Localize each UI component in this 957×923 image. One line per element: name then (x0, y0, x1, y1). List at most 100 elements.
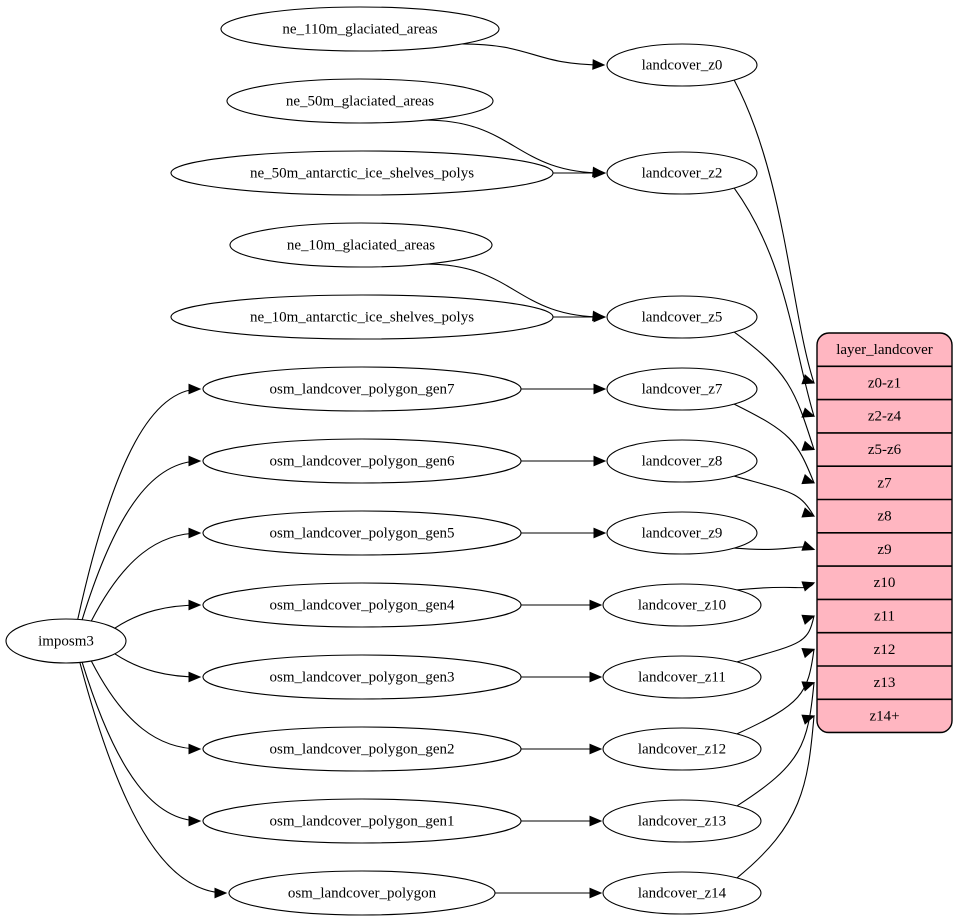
osm-node-ellipse (202, 654, 522, 700)
node-ne_50m_glaciated_areas[interactable]: ne_50m_glaciated_areas (226, 78, 494, 124)
edge-arrowhead (801, 540, 816, 551)
node-label: ne_110m_glaciated_areas (282, 21, 437, 37)
edge-arrowhead (801, 507, 816, 518)
node-label: ne_50m_antarctic_ice_shelves_polys (250, 165, 474, 181)
natural-earth-node-ellipse (229, 222, 493, 268)
edge-arrowhead (589, 815, 603, 827)
node-label: ne_10m_glaciated_areas (287, 237, 435, 253)
node-label: osm_landcover_polygon_gen2 (270, 741, 455, 757)
natural-earth-node-ellipse (170, 294, 554, 340)
edge-imposm3-to-osm_landcover_polygon_gen4 (114, 604, 201, 629)
node-imposm3[interactable]: imposm3 (5, 618, 127, 664)
node-label: osm_landcover_polygon_gen5 (270, 525, 455, 541)
edge-arrowhead (188, 815, 202, 827)
node-osm_landcover_polygon_gen4[interactable]: osm_landcover_polygon_gen4 (202, 582, 522, 628)
node-landcover_z8[interactable]: landcover_z8 (606, 439, 758, 483)
landcover-node-ellipse (602, 871, 762, 915)
edge-arrowhead (593, 167, 607, 179)
edge-arrowhead (592, 59, 606, 70)
node-landcover_z9[interactable]: landcover_z9 (606, 511, 758, 555)
node-osm_landcover_polygon_gen7[interactable]: osm_landcover_polygon_gen7 (202, 366, 522, 412)
node-label: osm_landcover_polygon_gen7 (270, 381, 455, 397)
edge-landcover_z14-to-table-z14+ (736, 715, 815, 879)
layer-table-row-z10[interactable]: z10 (874, 575, 896, 591)
node-landcover_z12[interactable]: landcover_z12 (602, 727, 762, 771)
osm-node-ellipse (202, 438, 522, 484)
edge-imposm3-to-osm_landcover_polygon (79, 662, 227, 894)
layer-table-row-z7[interactable]: z7 (877, 475, 892, 491)
node-landcover_z13[interactable]: landcover_z13 (602, 799, 762, 843)
node-landcover_z11[interactable]: landcover_z11 (602, 655, 762, 699)
edge-arrowhead (801, 648, 816, 659)
layer-table-row-z11[interactable]: z11 (874, 608, 895, 624)
edge-arrowhead (589, 671, 603, 683)
node-landcover_z10[interactable]: landcover_z10 (602, 583, 762, 627)
edge-arrowhead (188, 743, 202, 755)
edge-imposm3-to-osm_landcover_polygon_gen2 (90, 660, 201, 750)
edge-arrowhead (188, 671, 202, 683)
node-ne_10m_antarctic_ice_shelves_polys[interactable]: ne_10m_antarctic_ice_shelves_polys (170, 294, 554, 340)
node-label: osm_landcover_polygon_gen3 (270, 669, 455, 685)
node-landcover_z2[interactable]: landcover_z2 (606, 151, 758, 195)
node-ne_10m_glaciated_areas[interactable]: ne_10m_glaciated_areas (229, 222, 493, 268)
landcover-node-ellipse (606, 511, 758, 555)
node-ne_50m_antarctic_ice_shelves_polys[interactable]: ne_50m_antarctic_ice_shelves_polys (170, 150, 554, 196)
layer-table-row-z5-z6[interactable]: z5-z6 (868, 442, 902, 458)
layer-table-row-z9[interactable]: z9 (877, 542, 891, 558)
node-osm_landcover_polygon_gen3[interactable]: osm_landcover_polygon_gen3 (202, 654, 522, 700)
edge-imposm3-to-osm_landcover_polygon_gen5 (90, 532, 201, 622)
node-osm_landcover_polygon_gen5[interactable]: osm_landcover_polygon_gen5 (202, 510, 522, 556)
edge-arrowhead (801, 614, 816, 625)
layer-table-header: layer_landcover (836, 342, 933, 358)
node-label: landcover_z14 (638, 885, 727, 901)
edge-imposm3-to-osm_landcover_polygon_gen3 (114, 653, 201, 678)
node-label: landcover_z0 (642, 57, 723, 73)
edge-ne_110m_glaciated_areas-to-landcover_z0 (462, 43, 605, 66)
edge-landcover_z5-to-table-z5-z6 (733, 331, 815, 450)
layer-table-row-z14-[interactable]: z14+ (869, 708, 899, 724)
layer-table-row-z12[interactable]: z12 (874, 642, 896, 658)
edge-landcover_z0-to-table-z0-z1 (733, 79, 815, 384)
edge-arrowhead (188, 383, 202, 395)
node-label: landcover_z13 (638, 813, 726, 829)
edge-arrowhead (801, 681, 816, 692)
node-osm_landcover_polygon_gen1[interactable]: osm_landcover_polygon_gen1 (202, 798, 522, 844)
layer-table-row-z8[interactable]: z8 (877, 509, 891, 525)
edge-arrowhead (593, 455, 607, 467)
node-landcover_z14[interactable]: landcover_z14 (602, 871, 762, 915)
node-landcover_z5[interactable]: landcover_z5 (606, 295, 758, 339)
source-node-ellipse (5, 618, 127, 664)
landcover-node-ellipse (606, 439, 758, 483)
layer-table-row-z13[interactable]: z13 (874, 675, 896, 691)
edge-arrowhead (593, 311, 607, 323)
node-landcover_z0[interactable]: landcover_z0 (606, 43, 758, 87)
osm-node-ellipse (228, 870, 496, 916)
edge-arrowhead (801, 581, 816, 592)
osm-node-ellipse (202, 726, 522, 772)
edge-landcover_z13-to-table-z13 (736, 682, 815, 807)
node-label: landcover_z9 (642, 525, 723, 541)
node-label: landcover_z2 (642, 165, 723, 181)
edge-arrowhead (188, 527, 202, 539)
node-osm_landcover_polygon_gen6[interactable]: osm_landcover_polygon_gen6 (202, 438, 522, 484)
node-ne_110m_glaciated_areas[interactable]: ne_110m_glaciated_areas (220, 6, 500, 52)
layer-table-row-z2-z4[interactable]: z2-z4 (868, 409, 902, 425)
node-label: landcover_z12 (638, 741, 726, 757)
node-osm_landcover_polygon[interactable]: osm_landcover_polygon (228, 870, 496, 916)
edge-landcover_z12-to-table-z12 (736, 649, 815, 735)
edge-landcover_z8-to-table-z8 (734, 475, 815, 517)
edge-arrowhead (188, 599, 202, 611)
node-label: ne_10m_antarctic_ice_shelves_polys (250, 309, 474, 325)
edge-arrowhead (801, 474, 816, 485)
node-label: landcover_z11 (638, 669, 726, 685)
edge-imposm3-to-osm_landcover_polygon_gen1 (81, 662, 201, 822)
natural-earth-node-ellipse (170, 150, 554, 196)
layer-table-row-z0-z1[interactable]: z0-z1 (868, 375, 901, 391)
node-landcover_z7[interactable]: landcover_z7 (606, 367, 758, 411)
landcover-node-ellipse (602, 799, 762, 843)
node-osm_landcover_polygon_gen2[interactable]: osm_landcover_polygon_gen2 (202, 726, 522, 772)
node-label: osm_landcover_polygon_gen1 (270, 813, 455, 829)
node-label: osm_landcover_polygon (288, 885, 437, 901)
